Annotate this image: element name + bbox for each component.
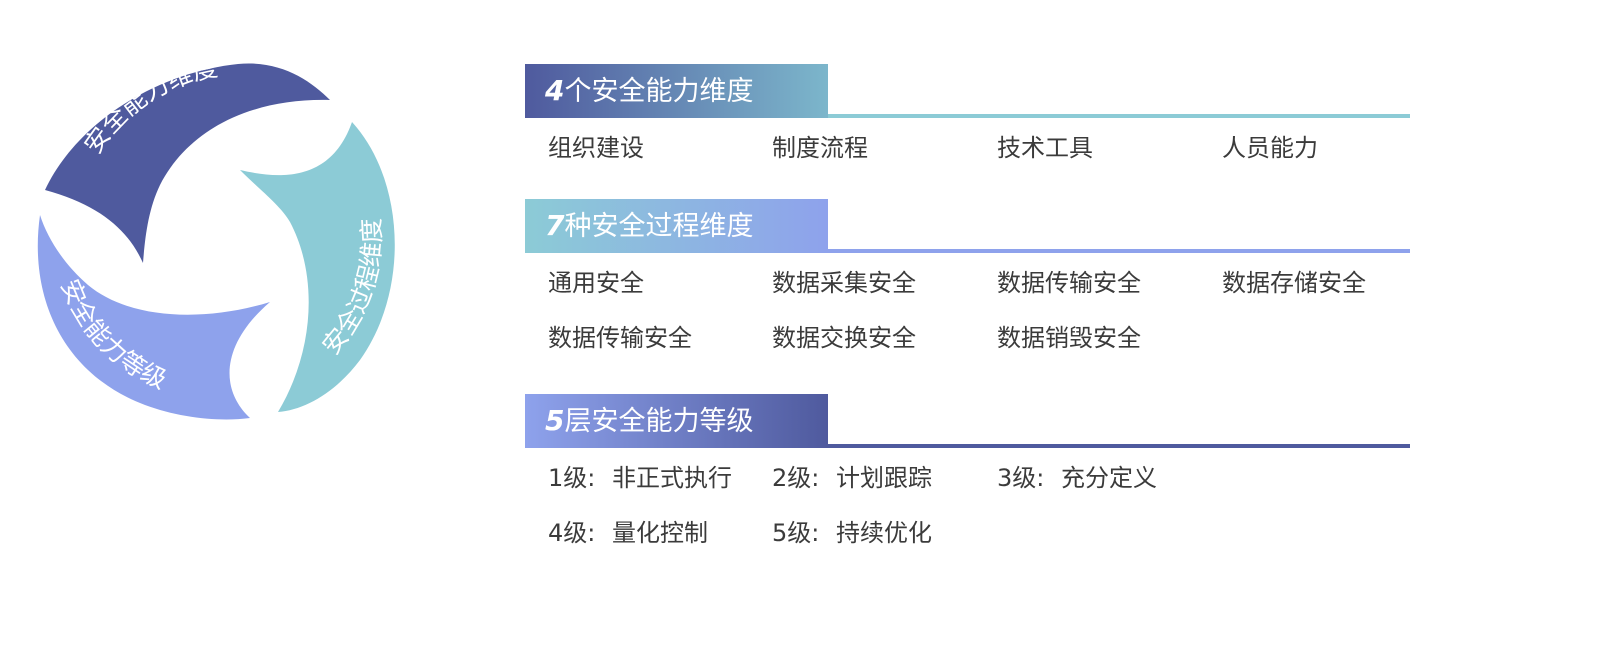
section-count: 4: [545, 74, 565, 107]
item-policy-process: 制度流程: [772, 134, 868, 162]
item-general-security: 通用安全: [548, 269, 644, 297]
section-count: 5: [545, 404, 565, 437]
section-title-tab: 7种安全过程维度: [525, 199, 828, 253]
section-count: 7: [545, 209, 565, 242]
blade-process: [240, 122, 395, 412]
level-number: 5级:: [772, 519, 820, 547]
level-text: 计划跟踪: [836, 464, 932, 492]
level-row: 1级: 非正式执行 2级: 计划跟踪 3级: 充分定义: [525, 448, 1410, 503]
item-data-storage-security: 数据存储安全: [1222, 269, 1366, 297]
item-org-building: 组织建设: [548, 134, 644, 162]
section-title: 个安全能力维度: [564, 76, 754, 107]
dimension-wheel: 安全能力维度 安全过程维度 安全能力等级: [37, 53, 395, 420]
section-header: 4个安全能力维度: [525, 64, 1410, 118]
level-number: 3级:: [997, 464, 1045, 492]
item-tech-tools: 技术工具: [997, 134, 1093, 162]
level-2: 2级: 计划跟踪: [772, 458, 997, 493]
level-1: 1级: 非正式执行: [525, 458, 772, 493]
item-row: 数据传输安全 数据交换安全 数据销毁安全: [525, 308, 1410, 363]
section-capability-dimensions: 4个安全能力维度 组织建设 制度流程 技术工具 人员能力: [525, 64, 1410, 173]
blade-capability: [45, 63, 330, 263]
section-process-dimensions: 7种安全过程维度 通用安全 数据采集安全 数据传输安全 数据存储安全 数据传输安…: [525, 199, 1410, 363]
level-5: 5级: 持续优化: [772, 513, 997, 548]
section-title-tab: 5层安全能力等级: [525, 394, 828, 448]
item-data-transfer-security-2: 数据传输安全: [548, 324, 692, 352]
level-3: 3级: 充分定义: [997, 458, 1222, 493]
section-title: 层安全能力等级: [564, 406, 754, 437]
level-text: 持续优化: [836, 519, 932, 547]
section-header: 7种安全过程维度: [525, 199, 1410, 253]
section-divider: [828, 249, 1410, 253]
level-number: 4级:: [548, 519, 596, 547]
item-data-destruction-security: 数据销毁安全: [997, 324, 1141, 352]
section-title: 种安全过程维度: [564, 211, 754, 242]
blade-level: [37, 215, 271, 420]
level-text: 非正式执行: [612, 464, 732, 492]
item-row: 通用安全 数据采集安全 数据传输安全 数据存储安全: [525, 253, 1410, 308]
item-data-exchange-security: 数据交换安全: [772, 324, 916, 352]
level-number: 2级:: [772, 464, 820, 492]
section-header: 5层安全能力等级: [525, 394, 1410, 448]
level-number: 1级:: [548, 464, 596, 492]
level-row: 4级: 量化控制 5级: 持续优化: [525, 503, 1410, 558]
section-title-tab: 4个安全能力维度: [525, 64, 828, 118]
section-divider: [828, 114, 1410, 118]
item-staff-capability: 人员能力: [1222, 134, 1318, 162]
level-4: 4级: 量化控制: [525, 513, 772, 548]
section-divider: [828, 444, 1410, 448]
item-row: 组织建设 制度流程 技术工具 人员能力: [525, 118, 1410, 173]
item-data-collection-security: 数据采集安全: [772, 269, 916, 297]
level-text: 量化控制: [612, 519, 708, 547]
level-text: 充分定义: [1061, 464, 1157, 492]
item-data-transfer-security: 数据传输安全: [997, 269, 1141, 297]
section-capability-levels: 5层安全能力等级 1级: 非正式执行 2级: 计划跟踪 3级: 充分定义 4级: 量化控…: [525, 394, 1410, 558]
